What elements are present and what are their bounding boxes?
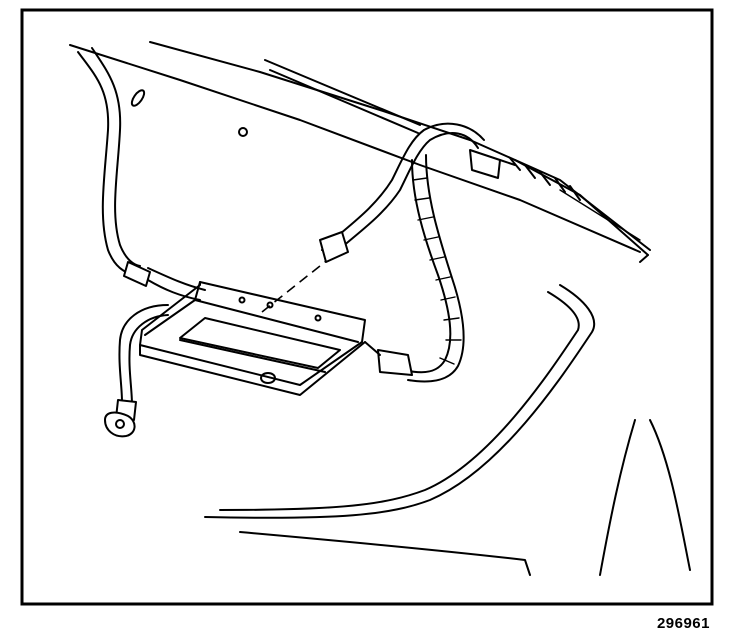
roof-clips — [469, 149, 581, 201]
figure-id-label: 296961 — [656, 615, 710, 632]
right-wrapped-harness — [364, 154, 465, 383]
upper-harness-cable — [319, 122, 485, 263]
control-module — [139, 281, 366, 396]
left-harness-cable — [77, 47, 206, 301]
figure-border — [20, 8, 714, 606]
alignment-dashed-line — [261, 257, 331, 313]
ground-lead — [104, 304, 169, 438]
window-opening-outline — [204, 284, 691, 576]
roof-panel — [69, 41, 651, 263]
roof-holes — [130, 89, 248, 137]
